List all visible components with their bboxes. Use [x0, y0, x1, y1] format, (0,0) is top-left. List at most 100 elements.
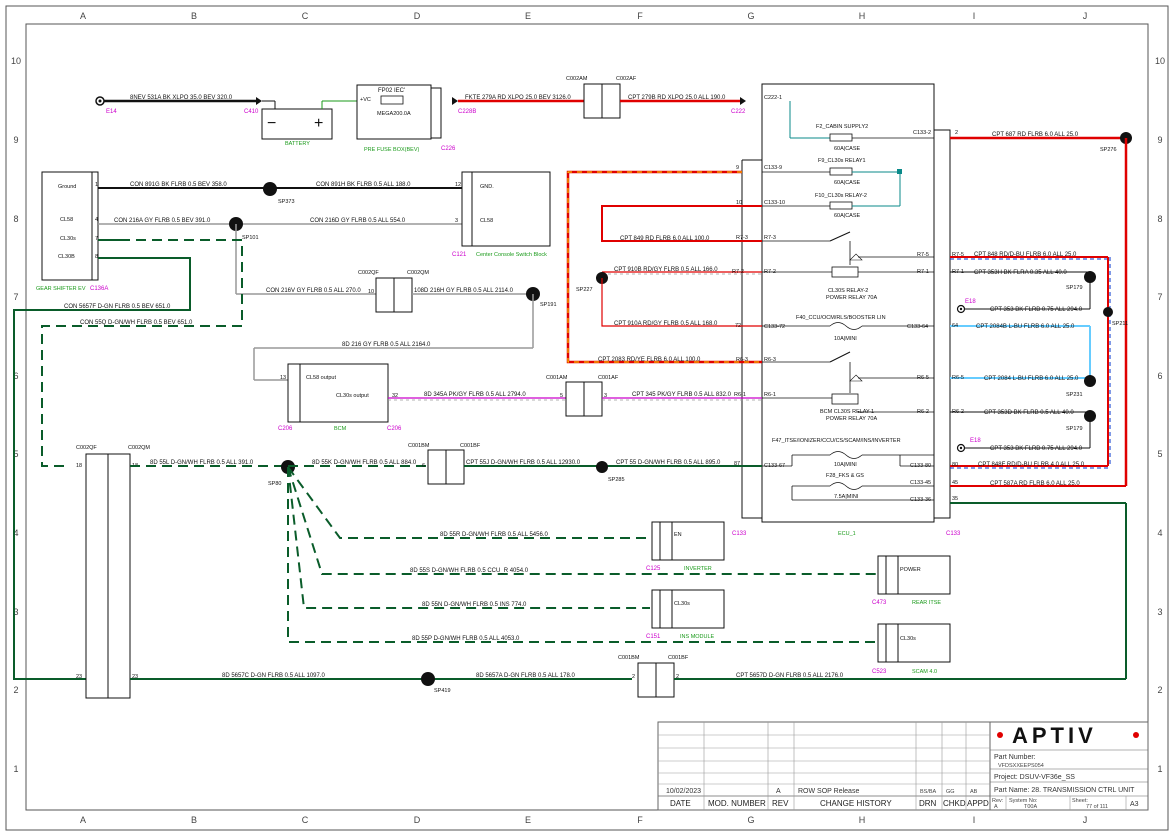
- pin-name: Ground: [58, 184, 76, 190]
- pin-label: 7: [95, 236, 98, 242]
- pin-label: 3: [455, 218, 458, 224]
- header-drn: DRN: [919, 799, 937, 808]
- pin-label: 10: [368, 289, 374, 295]
- splice-label: SP285: [608, 477, 625, 483]
- rev-label: Rev:: [992, 798, 1004, 804]
- pin-name: CL30s: [900, 636, 916, 642]
- wire-label: CPT 848F RD/D-BU FLRB 4.0 ALL 25.0: [978, 462, 1085, 468]
- wire-label: 8D 55N D-GN/WH FLRB 0.5 INS 774.0: [422, 602, 527, 608]
- connector-label: C002AF: [616, 76, 637, 82]
- relay-label: BCM CL30S RELAY-1: [820, 409, 874, 415]
- grid-row: 10: [1155, 56, 1165, 66]
- wire-label: CON 216A GY FLRB 0.5 BEV 391.0: [114, 218, 211, 224]
- wire-label: CPT 5657D D-GN FLRB 0.5 ALL 2176.0: [736, 673, 844, 679]
- grid-col: E: [525, 11, 531, 21]
- pre-fuse-box: [356, 84, 432, 140]
- pin-label: R6-5: [917, 375, 929, 381]
- pin-label: 12: [455, 182, 461, 188]
- splice-label: SP211: [1112, 321, 1128, 327]
- history-text: ROW SOP Release: [798, 788, 859, 795]
- wire-label: 8D 216 GY FLRB 0.5 ALL 2164.0: [342, 342, 431, 348]
- fuse-rating: 60A|CASE: [834, 146, 861, 152]
- header-date: DATE: [670, 799, 691, 808]
- history-drn: BS/BA: [920, 789, 937, 795]
- connector-label: C001BF: [668, 655, 689, 661]
- fuse-label: F28_FKS & GS: [826, 473, 864, 479]
- grid-col: B: [191, 11, 197, 21]
- connector-label: C002QM: [407, 270, 429, 276]
- pin-name: POWER: [900, 567, 921, 573]
- relay-rating: POWER RELAY 70A: [826, 295, 877, 301]
- wire-label: 108D 216H GY FLRB 0.5 ALL 2114.0: [414, 288, 514, 294]
- pin-label: 72: [735, 323, 741, 329]
- pin-label: R7-2: [732, 269, 744, 275]
- connector-label: C226: [441, 146, 456, 152]
- right-side-wiring: 2 CPT 687 RD FLRB 6.0 ALL 25.0 SP276 R7-…: [950, 130, 1132, 679]
- fuse-rating: 60A|CASE: [834, 213, 861, 219]
- fuse-label: F40_CCU/OCM/RLS/BOOSTER LIN: [796, 315, 886, 321]
- splice-dot: [1103, 307, 1113, 317]
- grid-row: 7: [1157, 292, 1162, 302]
- wire-label: CON 216V GY FLRB 0.5 ALL 270.0: [266, 288, 361, 294]
- wire-label: CPT 910A RD/GY FLRB 0.5 ALL 168.0: [614, 321, 718, 327]
- grid-row: 1: [1157, 764, 1162, 774]
- pin-label: R7-5: [917, 252, 929, 258]
- pin-label: R7-3: [764, 235, 776, 241]
- logo-dot-icon: [997, 732, 1003, 738]
- scam-module: CL30s C523 SCAM 4.0: [872, 623, 951, 675]
- sheet-label: Sheet:: [1072, 798, 1088, 804]
- fuse-rating: 10A|MINI: [834, 336, 857, 342]
- connector-label: C133: [946, 531, 961, 537]
- pin-label: 10: [736, 200, 742, 206]
- connector-label: C410: [244, 109, 259, 115]
- pin-label: 23: [132, 674, 138, 680]
- pin-label: 45: [952, 480, 958, 486]
- wire-label: 8D 55S D-GN/WH FLRB 0.5 CCU_R 4054.0: [410, 568, 529, 574]
- grid-col: J: [1083, 11, 1088, 21]
- inverter-module: EN C125 INVERTER: [646, 521, 725, 572]
- connector-label: C121: [452, 252, 467, 258]
- connector-label: C125: [646, 566, 661, 572]
- green-ground-wiring: CON 55Q D-GN/WH FLRB 0.5 BEV 651.0 CON 5…: [13, 239, 1126, 699]
- component-label: INVERTER: [684, 566, 712, 572]
- grid-row: 10: [11, 56, 21, 66]
- splice-label: SP179: [1066, 285, 1083, 291]
- fuse-rating: 60A|CASE: [834, 180, 861, 186]
- pin-label: C133-10: [764, 200, 785, 206]
- wire-label: CPT 353D BK FLRB 0.5 ALL 40.0: [984, 410, 1074, 416]
- pin-name: CL30s: [60, 236, 76, 242]
- pin-label: C133-36: [910, 497, 931, 503]
- ground-e14-label: E14: [106, 109, 117, 115]
- pin-label: R6-1: [764, 392, 776, 398]
- pin-label: C222-1: [764, 95, 782, 101]
- pin-label: 2: [632, 674, 635, 680]
- component-label: INS MODULE: [680, 634, 715, 640]
- pin-label: R6-2: [952, 409, 964, 415]
- fuse-icon: [829, 482, 863, 490]
- pin-label: C133-45: [910, 480, 931, 486]
- rev-value: A: [994, 804, 998, 810]
- wire-label: CPT 2084 L-BU FLRB 6.0 ALL 25.0: [984, 376, 1079, 382]
- grid-col: D: [414, 815, 421, 825]
- fuse-label: F9_CL30s RELAY1: [818, 158, 866, 164]
- wire-label: CON 891G BK FLRB 0.5 BEV 358.0: [130, 182, 227, 188]
- part-number-label: Part Number:: [994, 754, 1036, 761]
- fuse-icon: [829, 133, 853, 142]
- grid-row: 4: [1157, 528, 1162, 538]
- grid-col: E: [525, 815, 531, 825]
- fuse-icon: [829, 451, 863, 459]
- pin-label: C133-2: [913, 130, 931, 136]
- pin-label: 3: [604, 393, 607, 399]
- pin-label: 1: [95, 182, 98, 188]
- grid-col: I: [973, 815, 976, 825]
- connector-label: C206: [278, 426, 293, 432]
- grid-col: C: [302, 815, 309, 825]
- connector-label: E18: [970, 438, 981, 444]
- grid-row: 9: [13, 135, 18, 145]
- wire-label: CPT 353 BK FLRB 0.75 ALL 294.0: [990, 446, 1083, 452]
- grid-rows: 10 9 8 7 6 5 4 3 2 1 10 9 8 7 6 5 4 3 2 …: [11, 56, 1165, 774]
- grid-col: G: [747, 815, 754, 825]
- pin-label: R7-1: [952, 269, 964, 275]
- top-power-feed: E14 8NEV 531A BK XLPO 35.0 BEV 320.0 C41…: [95, 76, 746, 153]
